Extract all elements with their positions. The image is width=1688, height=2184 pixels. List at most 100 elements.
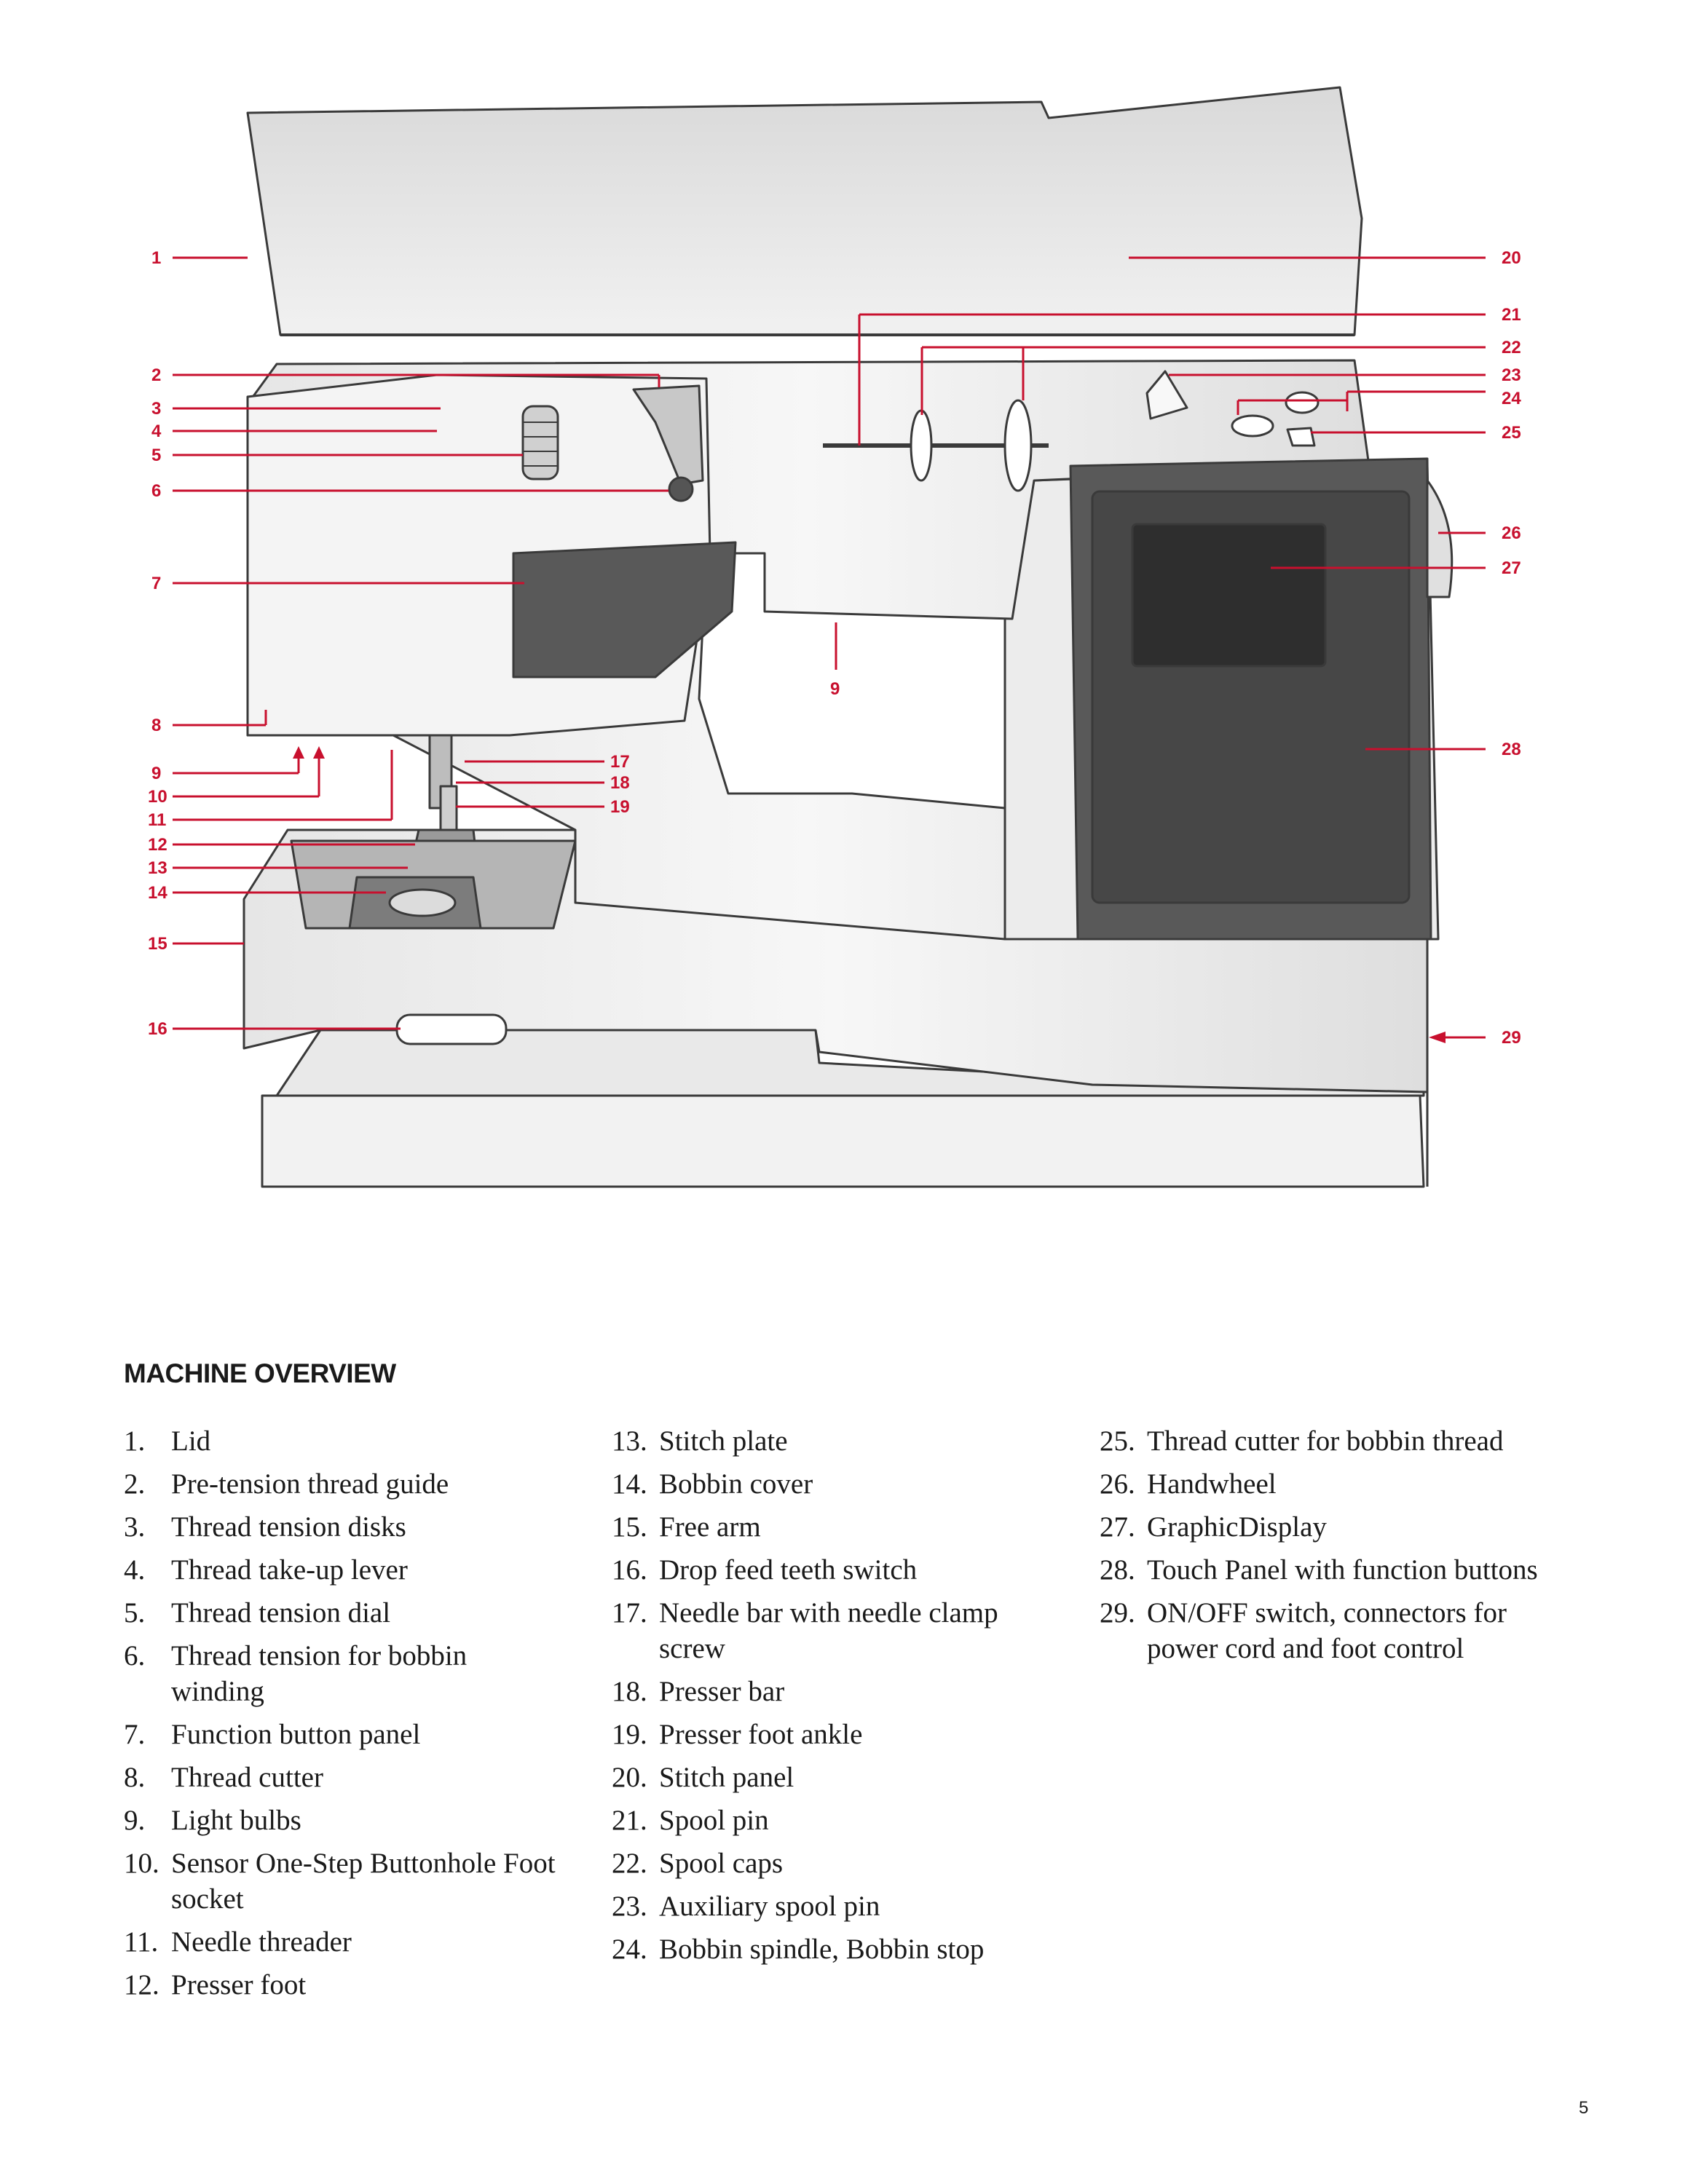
- item-text: Handwheel: [1147, 1468, 1277, 1500]
- callout-20: 20: [1502, 248, 1521, 268]
- list-item: 17.Needle bar with needle clamp screw: [612, 1595, 1063, 1666]
- callout-10: 10: [148, 787, 167, 807]
- callout-19: 19: [610, 797, 630, 817]
- callout-9-left: 9: [151, 764, 161, 783]
- item-text: Thread cutter for bobbin thread: [1147, 1425, 1504, 1457]
- item-number: 14.: [612, 1468, 647, 1500]
- item-number: 10.: [124, 1848, 159, 1879]
- item-text: Sensor One-Step Buttonhole Foot socket: [171, 1848, 556, 1915]
- callout-22: 22: [1502, 338, 1521, 357]
- list-item: 26.Handwheel: [1100, 1466, 1566, 1502]
- item-text: Lid: [171, 1425, 211, 1457]
- item-text: Function button panel: [171, 1719, 421, 1750]
- item-number: 22.: [612, 1848, 647, 1879]
- item-number: 5.: [124, 1597, 146, 1629]
- item-number: 27.: [1100, 1511, 1135, 1543]
- item-number: 8.: [124, 1762, 146, 1793]
- item-text: Bobbin cover: [659, 1468, 813, 1500]
- callout-1: 1: [151, 248, 161, 268]
- item-number: 2.: [124, 1468, 146, 1500]
- callout-13: 13: [148, 858, 167, 878]
- list-item: 14. Bobbin cover: [612, 1466, 1063, 1502]
- item-number: 18.: [612, 1676, 647, 1707]
- item-text: Free arm: [659, 1511, 761, 1543]
- item-number: 20.: [612, 1762, 647, 1793]
- list-item: 10. Sensor One-Step Buttonhole Foot socke…: [124, 1845, 561, 1917]
- item-number: 1.: [124, 1425, 146, 1457]
- sewing-machine-illustration: [242, 86, 1454, 1188]
- item-text: Presser foot ankle: [659, 1719, 863, 1750]
- callout-27: 27: [1502, 558, 1521, 578]
- function-button-panel: [512, 541, 737, 678]
- list-item: 24. Bobbin spindle, Bobbin stop: [612, 1931, 1063, 1967]
- list-item: 8. Thread cutter: [124, 1760, 561, 1795]
- list-item: 5.Thread tension dial: [124, 1595, 561, 1631]
- item-text: Bobbin spindle, Bobbin stop: [659, 1934, 985, 1965]
- callout-23: 23: [1502, 365, 1521, 385]
- item-number: 23.: [612, 1891, 647, 1922]
- callout-12: 12: [148, 835, 167, 855]
- item-number: 15.: [612, 1511, 647, 1543]
- item-number: 19.: [612, 1719, 647, 1750]
- item-text: Thread take-up lever: [171, 1554, 408, 1586]
- list-item: 20.Stitch panel: [612, 1760, 1063, 1795]
- item-number: 11.: [124, 1926, 159, 1958]
- handwheel: [1426, 479, 1454, 598]
- item-number: 28.: [1100, 1554, 1135, 1586]
- callout-8: 8: [151, 716, 161, 735]
- list-item: 27.GraphicDisplay: [1100, 1509, 1566, 1545]
- callout-11: 11: [148, 810, 166, 830]
- parts-list-column-1: 1.Lid 2.Pre-tension thread guide 3.Threa…: [124, 1423, 561, 2010]
- pre-tension-guide: [632, 384, 704, 486]
- list-item: 1. Lid: [124, 1423, 561, 1459]
- list-item: 2.Pre-tension thread guide: [124, 1466, 561, 1502]
- list-item: 21.Spool pin: [612, 1803, 1063, 1838]
- item-text: Spool caps: [659, 1848, 784, 1879]
- callout-26: 26: [1502, 523, 1521, 543]
- item-text: Touch Panel with function buttons: [1147, 1554, 1538, 1586]
- item-number: 24.: [612, 1934, 647, 1965]
- callout-15: 15: [148, 934, 167, 954]
- list-item: 11.Needle threader: [124, 1924, 561, 1960]
- callout-arrowheads: [293, 746, 1446, 1043]
- thread-tension-dial: [521, 405, 559, 480]
- list-item: 23. Auxiliary spool pin: [612, 1888, 1063, 1924]
- machine-lid: [246, 86, 1363, 336]
- callout-25: 25: [1502, 423, 1521, 443]
- callout-4: 4: [151, 422, 162, 441]
- callout-28: 28: [1502, 740, 1521, 759]
- item-number: 9.: [124, 1805, 146, 1836]
- item-text: Thread cutter: [171, 1762, 323, 1793]
- callout-numbers: 1 2 3 4 5 6 7 8 9 9 10 11 12 13 14 15 16…: [148, 248, 1521, 1048]
- parts-list-column-3: 25.Thread cutter for bobbin thread 26.Ha…: [1100, 1423, 1566, 1674]
- list-item: 15. Free arm: [612, 1509, 1063, 1545]
- list-item: 6. Thread tension for bobbin winding: [124, 1638, 561, 1709]
- callout-18: 18: [610, 773, 630, 793]
- callout-14: 14: [148, 883, 167, 903]
- list-item: 19. Presser foot ankle: [612, 1717, 1063, 1752]
- list-item: 29. ON/OFF switch, connectors for power c…: [1100, 1595, 1566, 1666]
- item-text: Thread tension for bobbin winding: [171, 1640, 468, 1707]
- callout-21: 21: [1502, 305, 1521, 325]
- item-number: 12.: [124, 1969, 159, 2001]
- item-number: 29.: [1100, 1597, 1135, 1629]
- bobbin-thread-cutter: [1286, 427, 1316, 447]
- item-number: 6.: [124, 1640, 146, 1671]
- callout-29: 29: [1502, 1028, 1521, 1048]
- item-text: Presser foot: [171, 1969, 307, 2001]
- callout-6: 6: [151, 481, 161, 501]
- callout-2: 2: [151, 365, 161, 385]
- list-item: 7.Function button panel: [124, 1717, 561, 1752]
- callout-leader-lines: [173, 256, 1486, 1039]
- list-item: 9.Light bulbs: [124, 1803, 561, 1838]
- spool-cap-left: [910, 409, 933, 482]
- machine-base: [261, 1094, 1425, 1188]
- item-text: Thread tension disks: [171, 1511, 406, 1543]
- item-text: ON/OFF switch, connectors for power cord…: [1147, 1597, 1507, 1664]
- callout-3: 3: [151, 399, 161, 419]
- machine-overview-diagram: 1 2 3 4 5 6 7 8 9 9 10 11 12 13 14 15 16…: [148, 86, 1521, 1188]
- item-text: Auxiliary spool pin: [659, 1891, 880, 1922]
- callout-17: 17: [610, 752, 630, 772]
- list-item: 25.Thread cutter for bobbin thread: [1100, 1423, 1566, 1459]
- list-item: 12. Presser foot: [124, 1967, 561, 2003]
